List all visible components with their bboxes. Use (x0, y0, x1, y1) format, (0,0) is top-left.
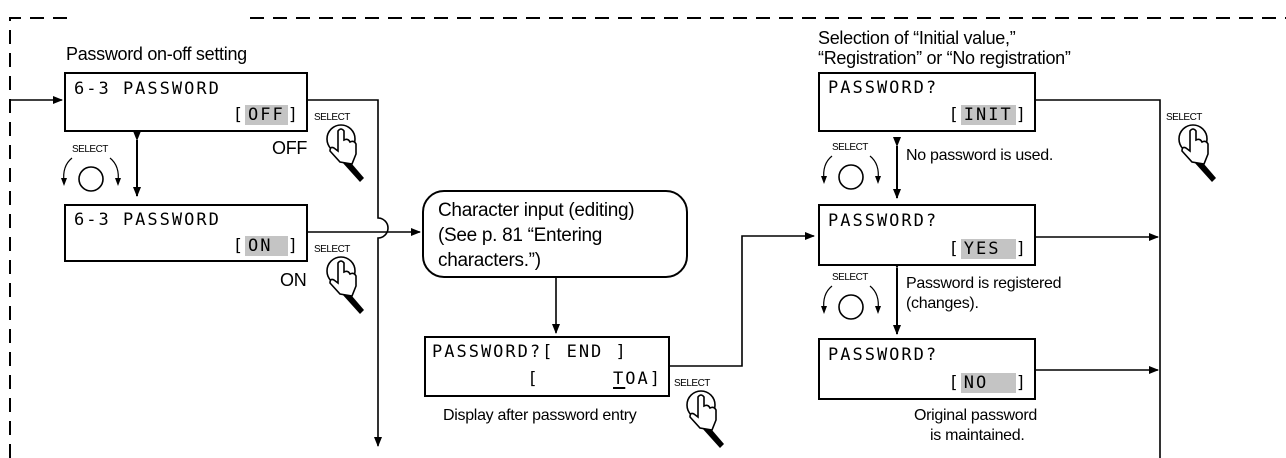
dashed-frame (9, 17, 70, 458)
select-label: SELECT (832, 142, 868, 153)
select-press-icon: SELECT (314, 244, 364, 314)
select-label: SELECT (72, 144, 108, 155)
select-press-icon: SELECT (674, 378, 724, 448)
registered-note-line2: (changes). (906, 295, 979, 312)
select-press-icon: SELECT (1166, 112, 1216, 182)
no-password-note: No password is used. (906, 147, 1053, 164)
selection-title-line1: Selection of “Initial value,” (818, 28, 1016, 48)
display-after-entry-caption: Display after password entry (443, 407, 637, 424)
original-note-line2: is maintained. (930, 427, 1025, 444)
lcd-password-init: PASSWORD? [INIT] (818, 72, 1036, 132)
lcd-line2: [NO ] (948, 373, 1028, 393)
selection-title-line2: “Registration” or “No registration” (818, 48, 1071, 68)
lcd-line2: [ON ] (232, 236, 300, 256)
lcd-line2: [YES ] (948, 239, 1028, 259)
lcd-password-no: PASSWORD? [NO ] (818, 338, 1036, 400)
lcd-password-yes: PASSWORD? [YES ] (818, 204, 1036, 266)
character-input-bubble: Character input (editing) (See p. 81 “En… (422, 190, 688, 278)
lcd-value-off: OFF (245, 105, 288, 125)
off-exit-line (308, 99, 389, 447)
lcd-line2: [OFF] (232, 105, 300, 125)
select-button-icon (838, 294, 864, 320)
select-label: SELECT (832, 272, 868, 283)
select-button-icon (78, 166, 104, 192)
lcd-value-yes: YES (960, 239, 1016, 259)
off-state-label: OFF (272, 138, 308, 158)
pressing-finger-icon (689, 394, 717, 431)
lcd-value-on: ON (245, 236, 288, 256)
lcd-password-entry: PASSWORD?[ END ] [ TOA] (424, 336, 670, 397)
select-press-icon: SELECT (314, 112, 364, 182)
bubble-line3: characters.”) (438, 250, 541, 271)
lcd-value-no: NO (960, 373, 1016, 393)
lcd-password-on: 6-3 PASSWORD [ON ] (64, 204, 308, 262)
select-label: SELECT (674, 378, 710, 389)
pressing-finger-icon (329, 128, 357, 165)
lcd-cursor: T (613, 369, 626, 389)
bubble-line2: (See p. 81 “Entering (438, 225, 603, 246)
lcd-line2: [INIT] (948, 105, 1028, 125)
rotate-select-icon: SELECT (61, 144, 121, 192)
lcd-line1: 6-3 PASSWORD (74, 79, 221, 99)
lcd-line1: 6-3 PASSWORD (74, 210, 221, 230)
lcd-password-off: 6-3 PASSWORD [OFF] (64, 72, 308, 132)
init-exit-line (1036, 99, 1161, 458)
registered-note-line1: Password is registered (906, 275, 1062, 292)
rotate-select-icon: SELECT (821, 142, 881, 190)
original-note-line1: Original password (914, 407, 1037, 424)
lcd-value-init: INIT (960, 105, 1016, 125)
select-label: SELECT (314, 112, 350, 123)
lcd-line1: PASSWORD? (828, 211, 939, 231)
lcd-line1: PASSWORD? (828, 78, 939, 98)
select-label: SELECT (314, 244, 350, 255)
lcd-line1: PASSWORD?[ END ] (432, 342, 628, 362)
rotate-select-icon: SELECT (821, 272, 881, 320)
pressing-finger-icon (329, 260, 357, 297)
bubble-line1: Character input (editing) (438, 200, 635, 221)
select-label: SELECT (1166, 112, 1202, 123)
entry-to-yes-arrow (670, 232, 815, 367)
on-state-label: ON (280, 270, 307, 290)
onoff-setting-title: Password on-off setting (66, 44, 247, 64)
pressing-finger-icon (1181, 128, 1209, 165)
lcd-line2: [ TOA] (527, 369, 662, 389)
lcd-line1: PASSWORD? (828, 345, 939, 365)
select-button-icon (838, 164, 864, 190)
